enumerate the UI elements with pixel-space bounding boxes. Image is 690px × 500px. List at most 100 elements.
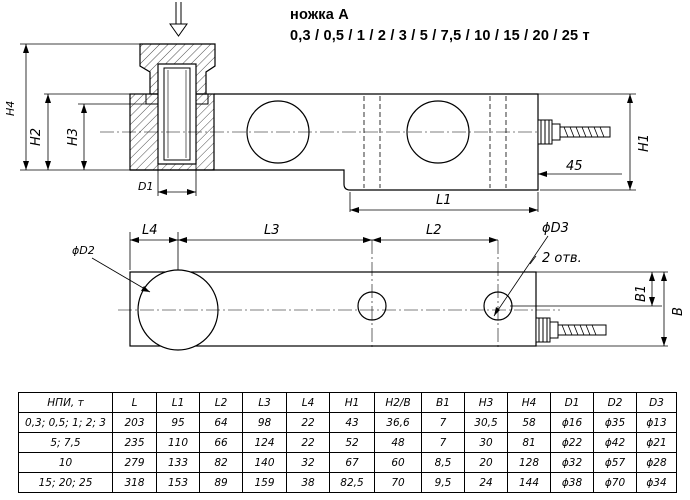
table-cell: 89 [199,472,243,493]
header-cell: H2/B [374,392,422,413]
table-cell: ϕ28 [636,452,677,473]
table-cell: ϕ42 [593,432,637,453]
label-h4: H4 [4,101,17,116]
label-l1: L1 [436,193,452,208]
table-cell: ϕ70 [593,472,637,493]
table-cell: 22 [286,432,330,453]
table-cell: ϕ57 [593,452,637,473]
table-cell: ϕ16 [550,412,594,433]
table-cell: 32 [286,452,330,473]
header-cell: D2 [593,392,637,413]
table-cell: ϕ21 [636,432,677,453]
top-view [118,240,607,351]
table-cell: 15; 20; 25 [18,472,113,493]
header-cell: D1 [550,392,594,413]
table-cell: 0,3; 0,5; 1; 2; 3 [18,412,113,433]
table-cell: 82,5 [329,472,375,493]
table-cell: 64 [199,412,243,433]
table-cell: 10 [18,452,113,473]
table-cell: 5; 7,5 [18,432,113,453]
technical-drawing: H4 H2 H3 D1 L1 45 H1 [4,2,686,351]
table-header-row: НПИ, т L L1 L2 L3 L4 H1 H2/B B1 H3 H4 D1… [18,392,677,413]
table-cell: ϕ34 [636,472,677,493]
cable-gland [537,119,611,145]
header-cell: H3 [464,392,508,413]
label-45: 45 [566,159,583,174]
table-cell: ϕ35 [593,412,637,433]
table-cell: 67 [329,452,375,473]
table-cell: 60 [374,452,422,473]
title-line-2: 0,3 / 0,5 / 1 / 2 / 3 / 5 / 7,5 / 10 / 1… [290,28,590,44]
label-b1: B1 [634,285,649,302]
table-cell: 140 [242,452,287,473]
header-cell: H1 [329,392,375,413]
header-cell: L4 [286,392,330,413]
table-cell: 38 [286,472,330,493]
front-view [100,43,611,191]
table-cell: 128 [507,452,551,473]
table-cell: 82 [199,452,243,473]
beam-outline [214,93,539,191]
title-block: ножка А 0,3 / 0,5 / 1 / 2 / 3 / 5 / 7,5 … [290,5,590,47]
label-d1: D1 [138,180,153,193]
top-dimensions [91,232,668,347]
table-cell: 70 [374,472,422,493]
table-cell: 43 [329,412,375,433]
table-cell: 144 [507,472,551,493]
table-cell: 58 [507,412,551,433]
header-cell: L [112,392,157,413]
table-cell: 66 [199,432,243,453]
front-dimensions [20,43,636,212]
table-cell: 24 [464,472,508,493]
table-cell: 98 [242,412,287,433]
table-cell: 153 [156,472,200,493]
table-cell: 81 [507,432,551,453]
table-cell: ϕ32 [550,452,594,473]
table-cell: 36,6 [374,412,422,433]
table-row: 10 279 133 82 140 32 67 60 8,5 20 128 ϕ3… [18,452,677,473]
table-cell: 20 [464,452,508,473]
table-cell: 203 [112,412,157,433]
table-cell: 52 [329,432,375,453]
table-row: 5; 7,5 235 110 66 124 22 52 48 7 30 81 ϕ… [18,432,677,453]
cable-gland-top [535,317,607,343]
table-cell: 8,5 [421,452,465,473]
spec-table: НПИ, т L L1 L2 L3 L4 H1 H2/B B1 H3 H4 D1… [18,392,677,493]
label-l2: L2 [426,223,442,238]
label-l3: L3 [264,223,280,238]
table-cell: 124 [242,432,287,453]
table-cell: 9,5 [421,472,465,493]
table-row: 15; 20; 25 318 153 89 159 38 82,5 70 9,5… [18,472,677,493]
header-cell: D3 [636,392,677,413]
table-cell: 22 [286,412,330,433]
label-d3: ϕD3 [542,221,569,236]
table-cell: ϕ13 [636,412,677,433]
header-cell: L1 [156,392,200,413]
header-cell: L2 [199,392,243,413]
label-b: B [671,307,686,316]
label-holes: 2 отв. [542,251,582,266]
table-cell: 318 [112,472,157,493]
table-cell: 110 [156,432,200,453]
table-cell: 95 [156,412,200,433]
table-cell: 48 [374,432,422,453]
table-cell: ϕ38 [550,472,594,493]
table-cell: 279 [112,452,157,473]
header-cell: L3 [242,392,287,413]
header-cell: НПИ, т [18,392,113,413]
table-cell: 133 [156,452,200,473]
title-line-1: ножка А [290,7,349,23]
table-cell: 235 [112,432,157,453]
table-row: 0,3; 0,5; 1; 2; 3 203 95 64 98 22 43 36,… [18,412,677,433]
beam-top-outline [129,271,537,347]
table-cell: ϕ22 [550,432,594,453]
header-cell: H4 [507,392,551,413]
label-h1: H1 [637,134,652,152]
label-l4: L4 [142,223,158,238]
table-cell: 30 [464,432,508,453]
table-cell: 7 [421,432,465,453]
table-cell: 7 [421,412,465,433]
label-d2: ϕD2 [72,244,95,257]
load-arrow-icon [169,2,188,37]
label-h2: H2 [29,128,44,146]
